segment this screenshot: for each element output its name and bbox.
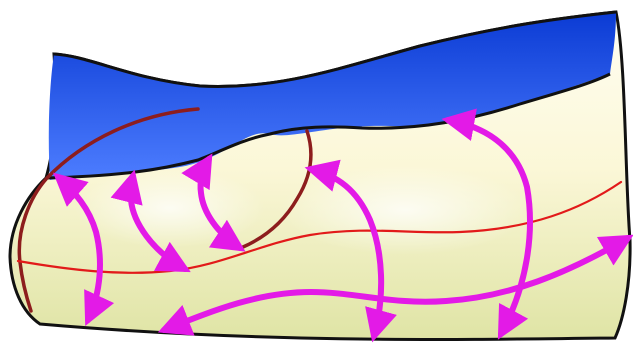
land-highlight-left xyxy=(75,168,265,248)
land-highlight-center xyxy=(280,165,530,255)
